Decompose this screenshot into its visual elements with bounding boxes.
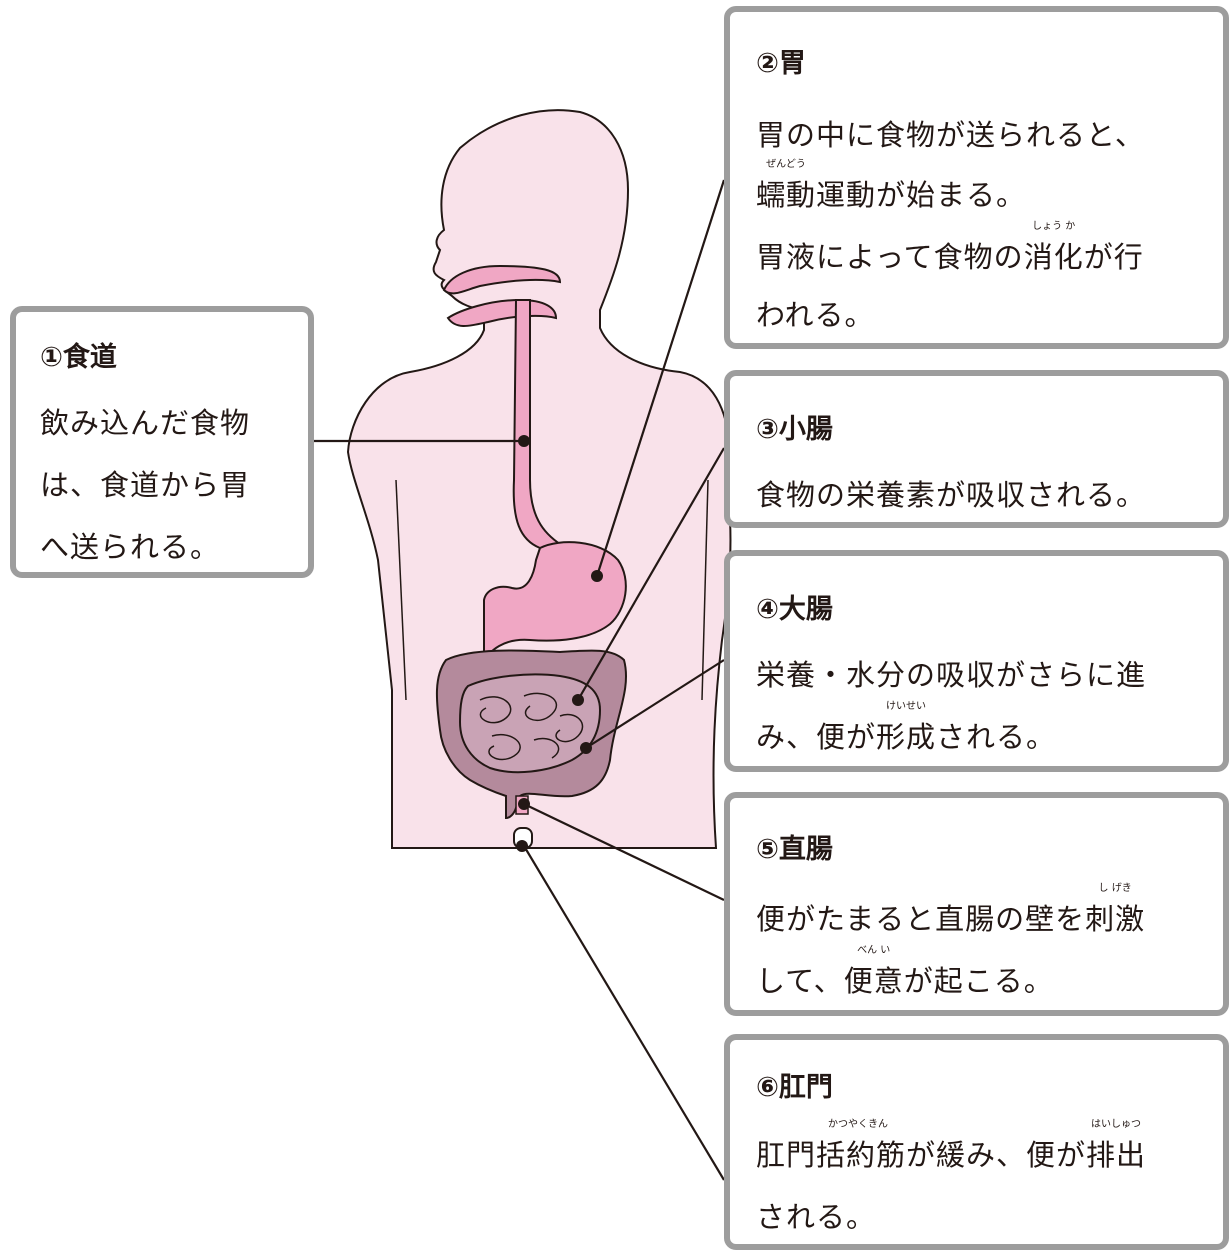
- stomach-shape: [483, 541, 627, 665]
- esophagus-line-1: 飲み込んだ食物: [40, 406, 251, 440]
- dot-stomach: [591, 570, 603, 582]
- leader-lines: [314, 179, 726, 1181]
- rectum-box: ⑤直腸 便がたまると直腸の壁を刺激し げき して、便意べん いが起こる。: [724, 792, 1229, 1016]
- stomach-line-3: 胃液によって食物の消化しょう かが行: [756, 221, 1144, 275]
- leader-dots: [516, 435, 603, 852]
- large-intestine-line-1: 栄養・水分の吸収がさらに進: [756, 658, 1147, 692]
- stomach-line-2: 蠕動ぜんどう運動が始まる。: [756, 159, 1027, 213]
- dot-large-intestine: [580, 742, 592, 754]
- leader-anus: [523, 845, 725, 1181]
- leader-rectum: [523, 803, 725, 901]
- right-arm-line: [701, 479, 709, 701]
- leader-stomach: [595, 179, 726, 577]
- stomach-box: ②胃 胃の中に食物が送られると、 蠕動ぜんどう運動が始まる。 胃液によって食物の…: [724, 6, 1229, 349]
- stomach-line-4: われる。: [756, 298, 875, 332]
- dot-esophagus: [518, 435, 530, 447]
- nasal-cavity: [442, 264, 562, 295]
- large-intestine-box: ④大腸 栄養・水分の吸収がさらに進 み、便が形成けいせいされる。: [724, 550, 1229, 772]
- leader-small-intestine: [577, 447, 725, 701]
- esophagus-title: ①食道: [40, 342, 117, 373]
- anus-box: ⑥肛門 肛門括約筋かつやくきんが緩み、便が排出はいしゅつ される。: [724, 1034, 1229, 1250]
- anus-line-2: される。: [756, 1200, 877, 1234]
- small-intestine: [458, 673, 602, 774]
- small-intestine-coils: [479, 692, 584, 761]
- dot-anus: [516, 840, 528, 852]
- dot-rectum: [518, 798, 530, 810]
- left-arm-line: [395, 479, 407, 701]
- dot-small-intestine: [572, 694, 584, 706]
- ruby-shigeki: 刺激し げき: [1085, 883, 1146, 937]
- ruby-beni: 便意べん い: [843, 945, 904, 999]
- small-intestine-line-1: 食物の栄養素が吸収される。: [756, 478, 1147, 512]
- rectum-line-1: 便がたまると直腸の壁を刺激し げき: [756, 883, 1146, 937]
- rectum-title: ⑤直腸: [756, 834, 833, 865]
- ruby-keisei: 形成けいせい: [876, 701, 937, 755]
- ruby-katsuyakukin: 肛門括約筋かつやくきん: [756, 1119, 907, 1173]
- ruby-zendou: 蠕動ぜんどう: [756, 159, 817, 213]
- stomach-title: ②胃: [756, 48, 806, 79]
- esophagus-box: ①食道 飲み込んだ食物 は、食道から胃 へ送られる。: [10, 306, 314, 578]
- anus-line-1: 肛門括約筋かつやくきんが緩み、便が排出はいしゅつ: [756, 1119, 1147, 1173]
- ruby-shouka: 消化しょう か: [1023, 221, 1084, 275]
- leader-large-intestine: [585, 659, 725, 749]
- stomach-line-1: 胃の中に食物が送られると、: [756, 118, 1145, 152]
- large-intestine-line-2: み、便が形成けいせいされる。: [756, 701, 1057, 755]
- large-intestine-title: ④大腸: [756, 594, 833, 625]
- ruby-haishutsu: 排出はいしゅつ: [1086, 1119, 1147, 1173]
- small-intestine-title: ③小腸: [756, 414, 833, 445]
- esophagus-line-2: は、食道から胃: [40, 468, 251, 502]
- rectum-line-2: して、便意べん いが起こる。: [756, 945, 1054, 999]
- esophagus-line-3: へ送られる。: [40, 530, 221, 564]
- small-intestine-box: ③小腸 食物の栄養素が吸収される。: [724, 370, 1229, 528]
- anus-title: ⑥肛門: [756, 1072, 833, 1103]
